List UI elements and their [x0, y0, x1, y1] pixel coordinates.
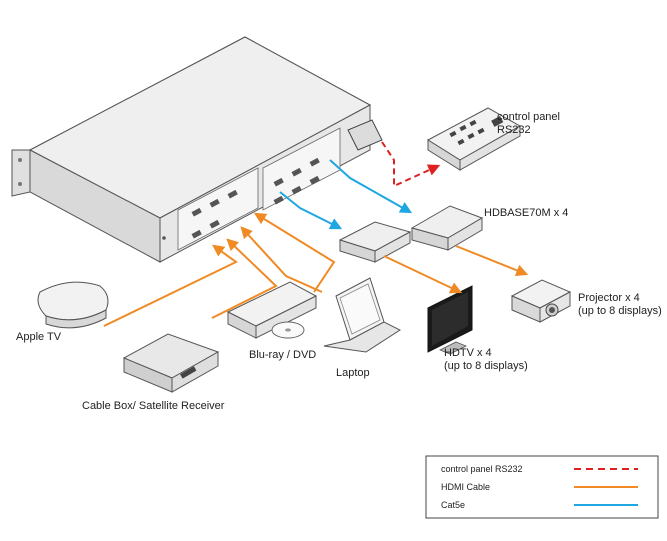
- hdbase-receiver-2: [410, 205, 484, 251]
- legend-label-hdmi: HDMI Cable: [441, 482, 490, 492]
- rs232-connector: [347, 119, 383, 151]
- apple-tv-label: Apple TV: [16, 331, 62, 343]
- legend: control panel RS232 HDMI Cable Cat5e: [425, 455, 659, 519]
- laptop: [323, 277, 402, 353]
- hdtv: [427, 285, 473, 355]
- bluray-label: Blu-ray / DVD: [249, 349, 316, 361]
- hdbase-label: HDBASE70M x 4: [484, 207, 568, 219]
- hdmi-cables: [103, 212, 529, 327]
- projector-label-line2: (up to 8 displays): [578, 305, 662, 317]
- control-panel-device: [427, 107, 522, 171]
- projector-label-line1: Projector x 4: [578, 292, 640, 304]
- hdbase-receiver-1: [338, 221, 412, 263]
- rs232-cable: [381, 141, 441, 188]
- laptop-label: Laptop: [336, 367, 370, 379]
- control-panel-label-line1: control panel: [497, 111, 560, 123]
- apple-tv: [37, 281, 109, 329]
- cable-box: [122, 333, 220, 393]
- legend-label-rs232: control panel RS232: [441, 464, 523, 474]
- control-panel-label-line2: RS232: [497, 124, 531, 136]
- rack-ear: [11, 149, 31, 197]
- matrix-switcher: [11, 36, 383, 263]
- bluray-player: [226, 281, 318, 339]
- legend-label-cat5e: Cat5e: [441, 500, 465, 510]
- hdtv-label-line1: HDTV x 4: [444, 347, 492, 359]
- cat5e-cables: [279, 159, 413, 230]
- projector: [510, 279, 572, 323]
- hdtv-label-line2: (up to 8 displays): [444, 360, 528, 372]
- cable-box-label: Cable Box/ Satellite Receiver: [82, 400, 225, 412]
- input-port-panel: [177, 167, 259, 251]
